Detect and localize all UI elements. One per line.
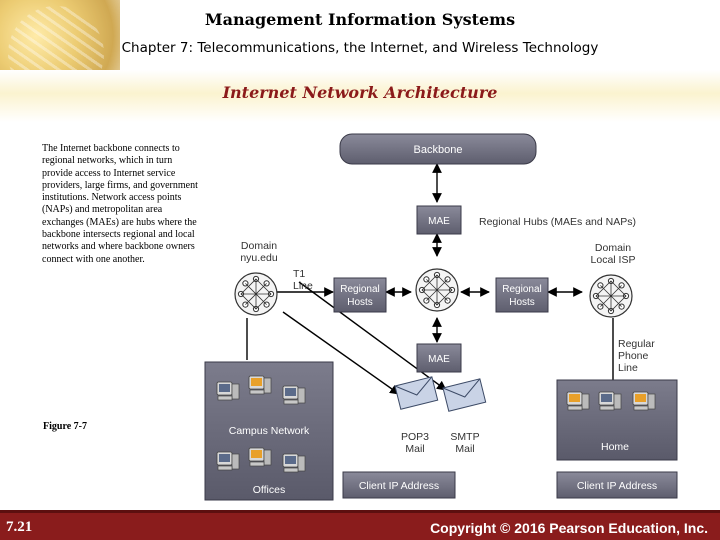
client-ip-right-label: Client IP Address <box>577 480 657 492</box>
client-ip-left-label: Client IP Address <box>359 480 439 492</box>
campus-pc-icon-3 <box>282 385 306 405</box>
pop3-label-2: Mail <box>405 443 424 455</box>
hub-to-pop3-line <box>282 311 400 395</box>
home-pc-icon-3 <box>632 391 656 411</box>
copyright-text: Copyright © 2016 Pearson Education, Inc. <box>430 520 708 536</box>
description-text: The Internet backbone connects to region… <box>42 143 198 265</box>
network-diagram: Backbone MAE Regional Hubs (MAEs and NAP… <box>203 122 720 506</box>
backbone-label: Backbone <box>414 144 463 156</box>
smtp-mail-icon <box>442 378 487 412</box>
campus-pc-icon-6 <box>282 453 306 473</box>
regional-hubs-label: Regional Hubs (MAEs and NAPs) <box>479 216 636 228</box>
client-ip-left-box <box>342 471 456 499</box>
header-band <box>0 70 720 122</box>
mae-top-box <box>416 205 462 235</box>
chapter-subtitle: Chapter 7: Telecommunications, the Inter… <box>121 40 599 56</box>
regular-phone-label-3: Line <box>618 362 638 374</box>
figure-label: Figure 7-7 <box>43 421 87 432</box>
domain-right-name: Local ISP <box>591 254 636 266</box>
t1-line-label-2: Line <box>293 280 313 292</box>
campus-pc-icon-4 <box>216 451 240 471</box>
campus-pc-icon-1 <box>216 381 240 401</box>
t1-line-label-1: T1 <box>293 268 305 280</box>
campus-network-label: Campus Network <box>229 425 310 437</box>
home-pc-icon-1 <box>566 391 590 411</box>
slide-title: Internet Network Architecture <box>222 83 498 102</box>
left-domain-hub-icon <box>234 272 278 316</box>
home-pc-icon-2 <box>598 391 622 411</box>
offices-label: Offices <box>253 484 285 496</box>
center-hub-icon <box>415 268 459 312</box>
regular-phone-label-1: Regular <box>618 338 655 350</box>
domain-right-label: Domain <box>595 242 631 254</box>
smtp-label-2: Mail <box>455 443 474 455</box>
pop3-mail-icon <box>394 376 439 410</box>
regional-hosts-right-label-2: Hosts <box>509 297 535 308</box>
mae-bottom-box <box>416 343 462 373</box>
backbone-bar <box>339 133 537 165</box>
mae-top-label: MAE <box>428 216 450 227</box>
client-ip-right-box <box>556 471 678 499</box>
regional-hosts-left-box <box>333 277 387 313</box>
course-title: Management Information Systems <box>204 10 516 29</box>
regional-hosts-right-box <box>495 277 549 313</box>
domain-left-name: nyu.edu <box>240 252 278 264</box>
home-label: Home <box>601 441 629 453</box>
campus-pc-icon-2 <box>248 375 272 395</box>
domain-left-label: Domain <box>241 240 277 252</box>
footer-bar: 7.21 Copyright © 2016 Pearson Education,… <box>0 510 720 540</box>
campus-pc-icon-5 <box>248 447 272 467</box>
regional-hosts-left-label-2: Hosts <box>347 297 373 308</box>
smtp-label-1: SMTP <box>450 431 479 443</box>
mae-bottom-label: MAE <box>428 354 450 365</box>
regional-hosts-right-label-1: Regional <box>502 284 541 295</box>
page-number: 7.21 <box>6 519 33 535</box>
regional-hosts-left-label-1: Regional <box>340 284 379 295</box>
pop3-label-1: POP3 <box>401 431 429 443</box>
right-domain-hub-icon <box>589 274 633 318</box>
regular-phone-label-2: Phone <box>618 350 649 362</box>
